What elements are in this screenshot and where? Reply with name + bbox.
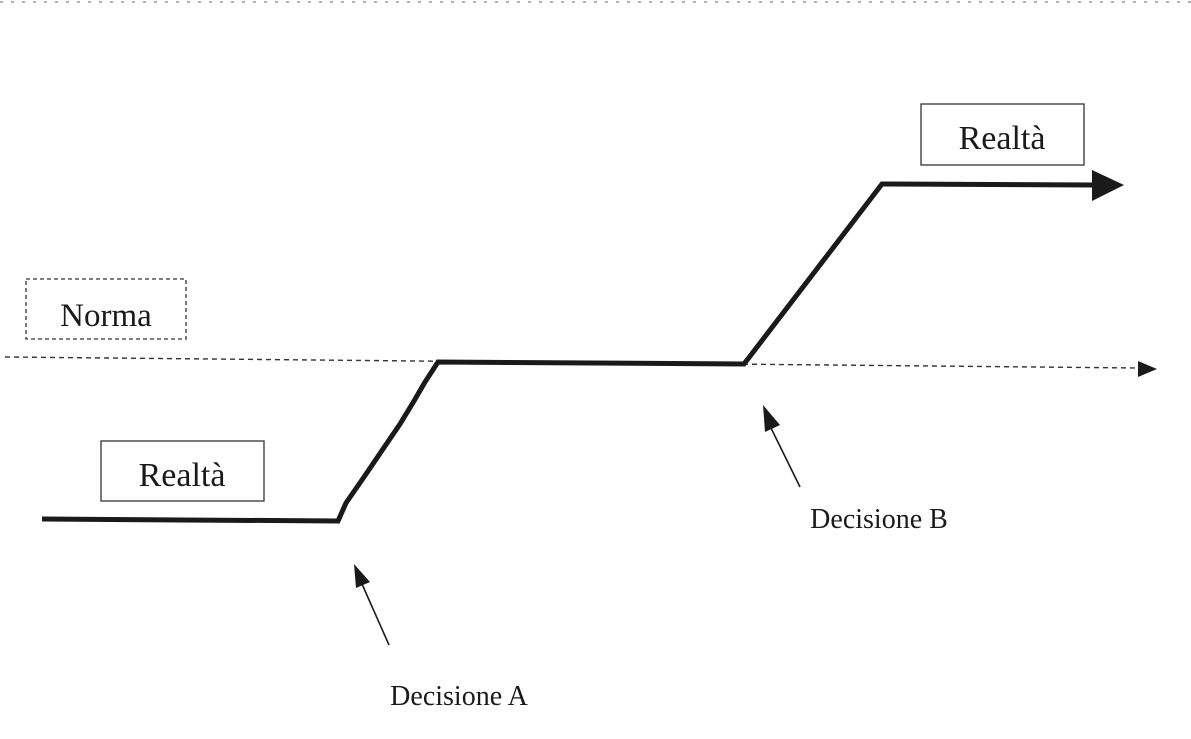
reality-label-box-right xyxy=(920,103,1085,166)
reality-path-arrowhead xyxy=(1092,170,1124,201)
decision-b-arrowhead xyxy=(763,405,780,432)
decision-b-arrow-shaft xyxy=(770,427,801,488)
reality-label-right: Realtà xyxy=(959,120,1046,157)
reality-label-left: Realtà xyxy=(139,457,226,494)
reality-label-box-left xyxy=(100,440,265,502)
norm-label: Norma xyxy=(60,298,152,334)
reality-path xyxy=(41,181,1096,524)
decision-a-arrow-shaft xyxy=(361,583,390,646)
decision-a-label: Decisione A xyxy=(390,681,528,712)
norm-label-box xyxy=(25,278,187,340)
decision-a-arrowhead xyxy=(354,564,370,588)
decision-b-label: Decisione B xyxy=(810,504,948,535)
norm-line-arrowhead xyxy=(1138,361,1157,377)
